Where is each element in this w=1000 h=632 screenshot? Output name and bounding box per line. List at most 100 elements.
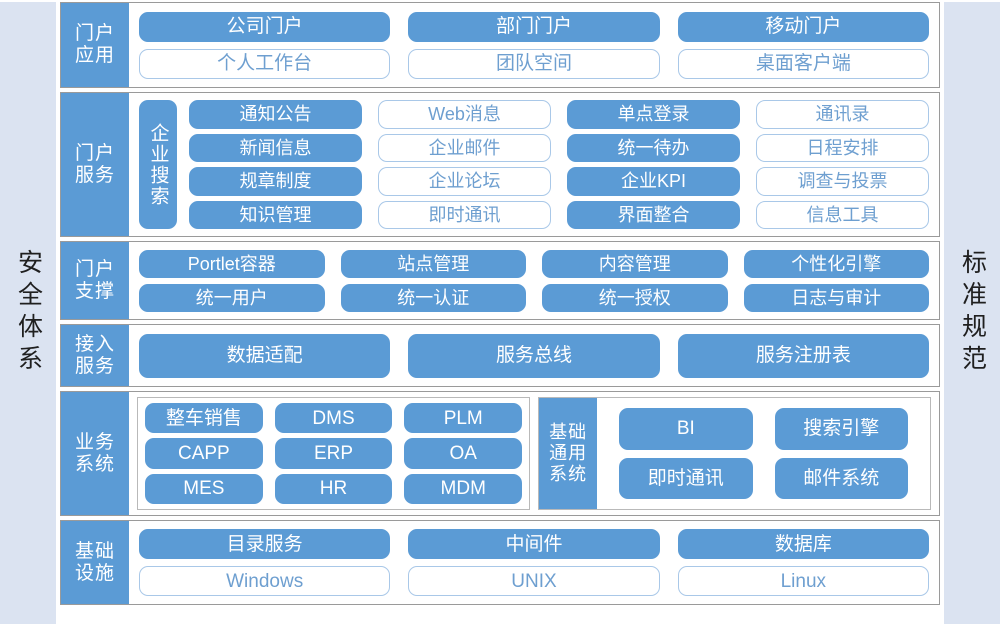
row-label-business-systems: 业务 系统 <box>61 392 129 515</box>
service-chip-address-book[interactable]: 通讯录 <box>756 100 929 129</box>
service-chip-instant-messaging[interactable]: 即时通讯 <box>378 200 551 229</box>
row-label-portal-applications: 门户 应用 <box>61 3 129 87</box>
right-rail-label: 标准规范 <box>958 249 987 377</box>
biz-chip-mes[interactable]: MES <box>145 473 263 504</box>
support-chip-unified-authentication[interactable]: 统一认证 <box>340 283 526 312</box>
row-portal-applications: 门户 应用 公司门户 部门门户 移动门户 个人工作台 团队空间 桌面客户端 <box>60 2 940 88</box>
biz-chip-erp[interactable]: ERP <box>274 438 393 469</box>
access-chip-data-adapter[interactable]: 数据适配 <box>139 333 391 378</box>
infra-chip-linux[interactable]: Linux <box>677 566 929 596</box>
enterprise-search-vertical-block[interactable]: 企业搜索 <box>139 100 177 229</box>
common-base-systems-block[interactable]: 基础 通用 系统 <box>539 398 598 509</box>
row-label-portal-support: 门户 支撑 <box>61 242 129 319</box>
common-base-systems-line2: 通用 <box>549 442 588 463</box>
row-portal-support: 门户 支撑 Portlet容器 站点管理 内容管理 个性化引擎 统一用户 统一认… <box>60 241 940 320</box>
row-business-systems: 业务 系统 整车销售 DMS PLM CAPP ERP OA MES HR MD… <box>60 391 940 516</box>
portal-applications-grid: 公司门户 部门门户 移动门户 个人工作台 团队空间 桌面客户端 <box>139 11 929 79</box>
service-chip-schedule[interactable]: 日程安排 <box>756 133 929 162</box>
biz-chip-dms[interactable]: DMS <box>274 403 393 434</box>
access-services-grid: 数据适配 服务总线 服务注册表 <box>139 333 929 378</box>
right-rail-standards-specifications: 标准规范 <box>944 2 1000 624</box>
support-chip-personalization-engine[interactable]: 个性化引擎 <box>743 249 929 278</box>
infra-chip-directory-service[interactable]: 目录服务 <box>139 529 391 559</box>
business-systems-core-group: 整车销售 DMS PLM CAPP ERP OA MES HR MDM <box>137 397 531 510</box>
support-chip-log-audit[interactable]: 日志与审计 <box>743 283 929 312</box>
row-body-access-services: 数据适配 服务总线 服务注册表 <box>129 325 939 386</box>
biz-chip-oa[interactable]: OA <box>404 438 523 469</box>
row-label-access-services: 接入 服务 <box>61 325 129 386</box>
service-chip-notice-announcement[interactable]: 通知公告 <box>189 100 362 129</box>
app-chip-personal-workspace[interactable]: 个人工作台 <box>139 48 391 79</box>
common-base-systems-line1: 基础 <box>549 421 588 442</box>
biz-chip-capp[interactable]: CAPP <box>145 438 263 469</box>
biz-chip-plm[interactable]: PLM <box>404 403 523 434</box>
support-chip-unified-authorization[interactable]: 统一授权 <box>542 283 728 312</box>
support-chip-unified-user[interactable]: 统一用户 <box>139 283 325 312</box>
row-label-line2: 设施 <box>74 562 115 584</box>
row-body-portal-services: 企业搜索 通知公告 新闻信息 规章制度 知识管理 Web消息 企业邮件 企业论坛… <box>129 93 939 236</box>
row-label-line1: 门户 <box>74 23 115 45</box>
access-chip-service-bus[interactable]: 服务总线 <box>408 333 660 378</box>
service-chip-enterprise-mail[interactable]: 企业邮件 <box>378 133 551 162</box>
infra-chip-windows[interactable]: Windows <box>139 566 391 596</box>
biz-chip-mail-system[interactable]: 邮件系统 <box>774 457 908 499</box>
support-chip-portlet-container[interactable]: Portlet容器 <box>139 249 325 278</box>
biz-chip-mdm[interactable]: MDM <box>404 473 523 504</box>
biz-chip-bi[interactable]: BI <box>619 408 753 450</box>
row-label-infrastructure: 基础 设施 <box>61 521 129 604</box>
infrastructure-grid: 目录服务 中间件 数据库 Windows UNIX Linux <box>139 529 929 596</box>
row-infrastructure: 基础 设施 目录服务 中间件 数据库 Windows UNIX Linux <box>60 520 940 605</box>
service-chip-web-message[interactable]: Web消息 <box>378 100 551 129</box>
row-label-line1: 门户 <box>74 258 115 280</box>
row-body-infrastructure: 目录服务 中间件 数据库 Windows UNIX Linux <box>129 521 939 604</box>
portal-services-grid: 通知公告 新闻信息 规章制度 知识管理 Web消息 企业邮件 企业论坛 即时通讯… <box>189 100 929 229</box>
row-body-business-systems: 整车销售 DMS PLM CAPP ERP OA MES HR MDM 基础 通… <box>129 392 939 515</box>
row-access-services: 接入 服务 数据适配 服务总线 服务注册表 <box>60 324 940 387</box>
row-label-line1: 基础 <box>74 540 115 562</box>
biz-chip-hr[interactable]: HR <box>274 473 393 504</box>
portal-support-grid: Portlet容器 站点管理 内容管理 个性化引擎 统一用户 统一认证 统一授权… <box>139 249 929 312</box>
service-chip-information-tools[interactable]: 信息工具 <box>756 200 929 229</box>
app-chip-team-space[interactable]: 团队空间 <box>408 48 660 79</box>
row-label-line2: 服务 <box>74 355 115 377</box>
service-chip-unified-todo[interactable]: 统一待办 <box>567 133 740 162</box>
access-chip-service-registry[interactable]: 服务注册表 <box>677 333 929 378</box>
biz-chip-search-engine[interactable]: 搜索引擎 <box>774 408 908 450</box>
row-label-line2: 应用 <box>74 45 115 66</box>
row-portal-services: 门户 服务 企业搜索 通知公告 新闻信息 规章制度 知识管理 Web消息 企业邮… <box>60 92 940 237</box>
app-chip-mobile-portal[interactable]: 移动门户 <box>677 11 929 42</box>
app-chip-company-portal[interactable]: 公司门户 <box>139 11 391 42</box>
row-label-line2: 系统 <box>74 453 115 475</box>
service-chip-rules-regulations[interactable]: 规章制度 <box>189 167 362 196</box>
biz-chip-instant-messaging[interactable]: 即时通讯 <box>619 457 753 499</box>
common-base-systems-line3: 系统 <box>549 464 588 485</box>
support-chip-site-management[interactable]: 站点管理 <box>340 249 526 278</box>
service-chip-survey-voting[interactable]: 调查与投票 <box>756 167 929 196</box>
biz-chip-vehicle-sales[interactable]: 整车销售 <box>145 403 263 434</box>
infra-chip-middleware[interactable]: 中间件 <box>408 529 660 559</box>
row-label-line2: 支撑 <box>74 280 115 302</box>
service-chip-knowledge-management[interactable]: 知识管理 <box>189 200 362 229</box>
business-systems-common-group: 基础 通用 系统 BI 搜索引擎 即时通讯 邮件系统 <box>538 397 931 510</box>
infra-chip-database[interactable]: 数据库 <box>677 529 929 559</box>
service-chip-enterprise-kpi[interactable]: 企业KPI <box>567 167 740 196</box>
row-body-portal-support: Portlet容器 站点管理 内容管理 个性化引擎 统一用户 统一认证 统一授权… <box>129 242 939 319</box>
service-chip-enterprise-forum[interactable]: 企业论坛 <box>378 167 551 196</box>
service-chip-news-information[interactable]: 新闻信息 <box>189 133 362 162</box>
app-chip-desktop-client[interactable]: 桌面客户端 <box>677 48 929 79</box>
row-label-line2: 服务 <box>74 164 115 186</box>
row-label-portal-services: 门户 服务 <box>61 93 129 236</box>
common-systems-grid: BI 搜索引擎 即时通讯 邮件系统 <box>597 398 930 509</box>
row-label-line1: 门户 <box>74 142 115 164</box>
left-rail-label: 安全体系 <box>14 249 43 377</box>
enterprise-search-label: 企业搜索 <box>147 122 169 207</box>
row-label-line1: 接入 <box>74 333 115 355</box>
app-chip-department-portal[interactable]: 部门门户 <box>408 11 660 42</box>
infra-chip-unix[interactable]: UNIX <box>408 566 660 596</box>
support-chip-content-management[interactable]: 内容管理 <box>542 249 728 278</box>
service-chip-single-sign-on[interactable]: 单点登录 <box>567 100 740 129</box>
service-chip-ui-integration[interactable]: 界面整合 <box>567 200 740 229</box>
row-label-line1: 业务 <box>74 431 115 453</box>
layer-rows: 门户 应用 公司门户 部门门户 移动门户 个人工作台 团队空间 桌面客户端 门户 <box>56 0 944 632</box>
